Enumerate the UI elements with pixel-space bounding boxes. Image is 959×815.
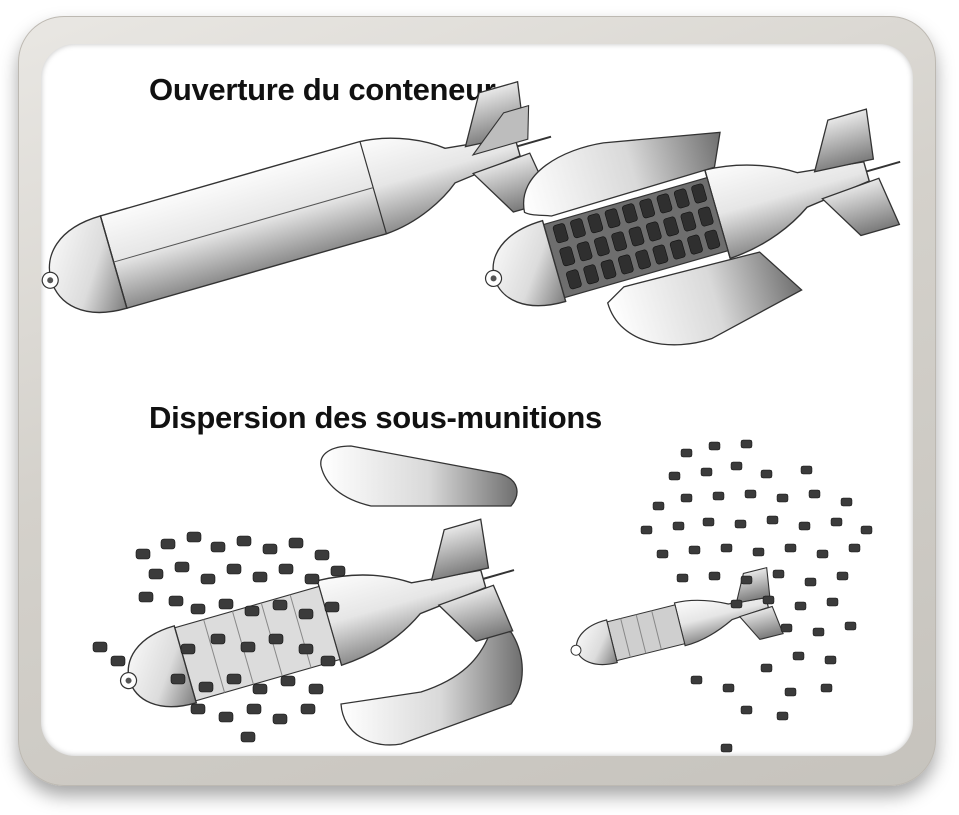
figure-panel: Ouverture du conteneur Dispersion des so… xyxy=(41,44,913,756)
bomb-scattered xyxy=(570,439,873,753)
heading-container-opening: Ouverture du conteneur xyxy=(149,72,496,107)
illustrations-canvas xyxy=(41,80,901,753)
bomb-closed xyxy=(41,80,553,314)
bomb-dispersing xyxy=(92,445,523,746)
bomb-opening xyxy=(484,108,901,346)
heading-submunition-dispersion: Dispersion des sous-munitions xyxy=(149,400,602,435)
